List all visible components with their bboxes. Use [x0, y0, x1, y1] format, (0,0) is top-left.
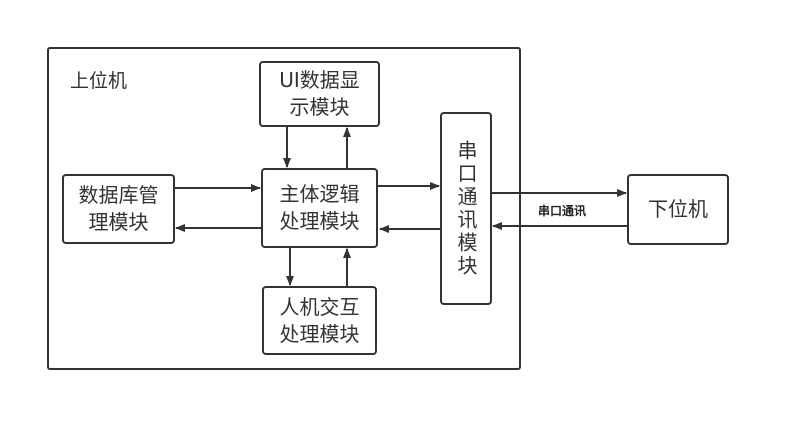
node-ui-display-module: UI数据显 示模块 — [259, 61, 380, 127]
node-text-line: 处理模块 — [279, 209, 360, 233]
node-lower-computer: 下位机 — [627, 174, 729, 245]
node-text-line: 理模块 — [88, 210, 149, 234]
node-hci-module: 人机交互 处理模块 — [262, 286, 377, 355]
edge-label-serial-comm: 串口通讯 — [536, 202, 589, 219]
node-text: 串口通讯模块 — [454, 139, 478, 278]
node-serial-comm-module: 串口通讯模块 — [440, 112, 492, 305]
node-main-logic-module: 主体逻辑 处理模块 — [261, 168, 378, 248]
node-text-line: 数据库管 — [78, 183, 159, 207]
node-text-line: 示模块 — [289, 95, 350, 119]
node-text-line: 人机交互 — [279, 294, 360, 319]
node-text-line: 处理模块 — [279, 321, 360, 346]
node-database-module: 数据库管 理模块 — [62, 174, 175, 244]
node-text: 下位机 — [648, 197, 708, 221]
node-text-line: UI数据显 — [279, 68, 360, 92]
upper-computer-label: 上位机 — [70, 70, 128, 92]
node-text-line: 主体逻辑 — [279, 182, 360, 206]
upper-computer-container — [47, 47, 521, 370]
